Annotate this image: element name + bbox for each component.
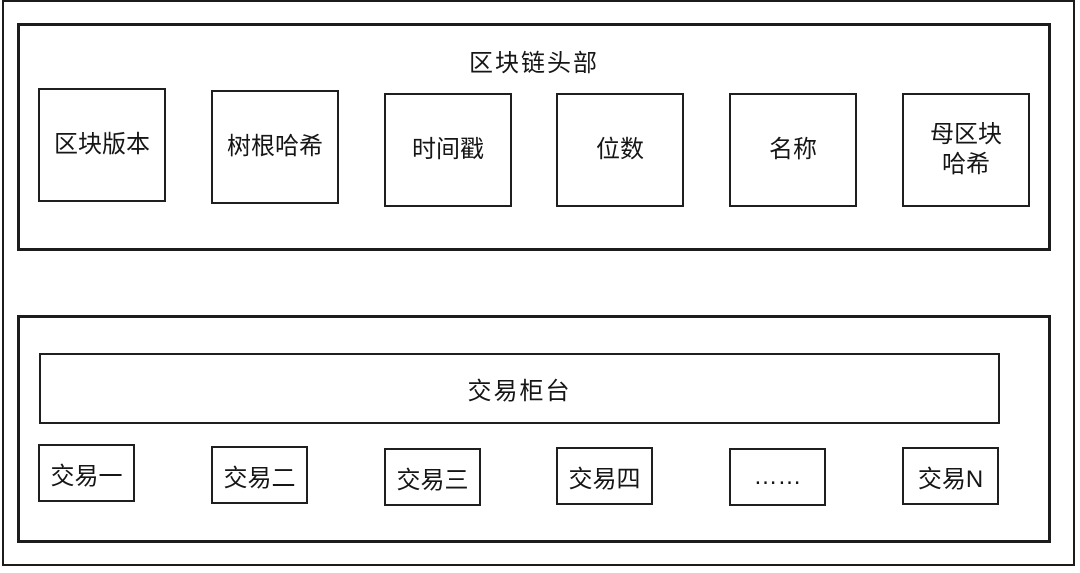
transaction-box-2: 交易二	[211, 446, 308, 504]
field-box-bits: 位数	[556, 93, 684, 207]
transaction-label-1: 交易一	[50, 462, 123, 490]
transaction-counter-banner: 交易柜台	[39, 353, 1000, 424]
transaction-label-4: 交易四	[568, 465, 641, 493]
field-label-merkle-root-hash: 树根哈希	[227, 133, 323, 160]
transaction-box-4: 交易四	[556, 447, 653, 505]
field-label-bits: 位数	[596, 136, 644, 163]
field-box-merkle-root-hash: 树根哈希	[211, 90, 339, 204]
field-label-name: 名称	[769, 136, 817, 163]
transaction-label-n: 交易N	[917, 465, 984, 493]
field-label-parent-block-hash: 母区块哈希	[930, 121, 1002, 178]
blockchain-header-title: 区块链头部	[469, 50, 599, 77]
transaction-box-ellipsis: ……	[729, 448, 826, 506]
field-box-timestamp: 时间戳	[384, 93, 512, 207]
field-box-name: 名称	[729, 93, 857, 207]
transaction-box-n: 交易N	[902, 447, 999, 505]
transaction-box-1: 交易一	[38, 444, 135, 502]
transaction-label-ellipsis: ……	[753, 463, 802, 490]
transaction-box-3: 交易三	[384, 448, 481, 506]
field-box-block-version: 区块版本	[38, 88, 166, 202]
field-label-timestamp: 时间戳	[412, 136, 484, 163]
transaction-counter-label: 交易柜台	[467, 378, 572, 405]
transaction-section: 交易柜台 交易一 交易二 交易三 交易四 …… 交易N	[17, 315, 1051, 543]
field-label-block-version: 区块版本	[54, 131, 150, 158]
blockchain-header-section: 区块链头部 区块版本 树根哈希 时间戳 位数 名称 母区块哈希	[17, 23, 1051, 251]
field-box-parent-block-hash: 母区块哈希	[902, 93, 1030, 207]
transaction-label-3: 交易三	[396, 466, 469, 494]
transaction-label-2: 交易二	[223, 464, 296, 492]
